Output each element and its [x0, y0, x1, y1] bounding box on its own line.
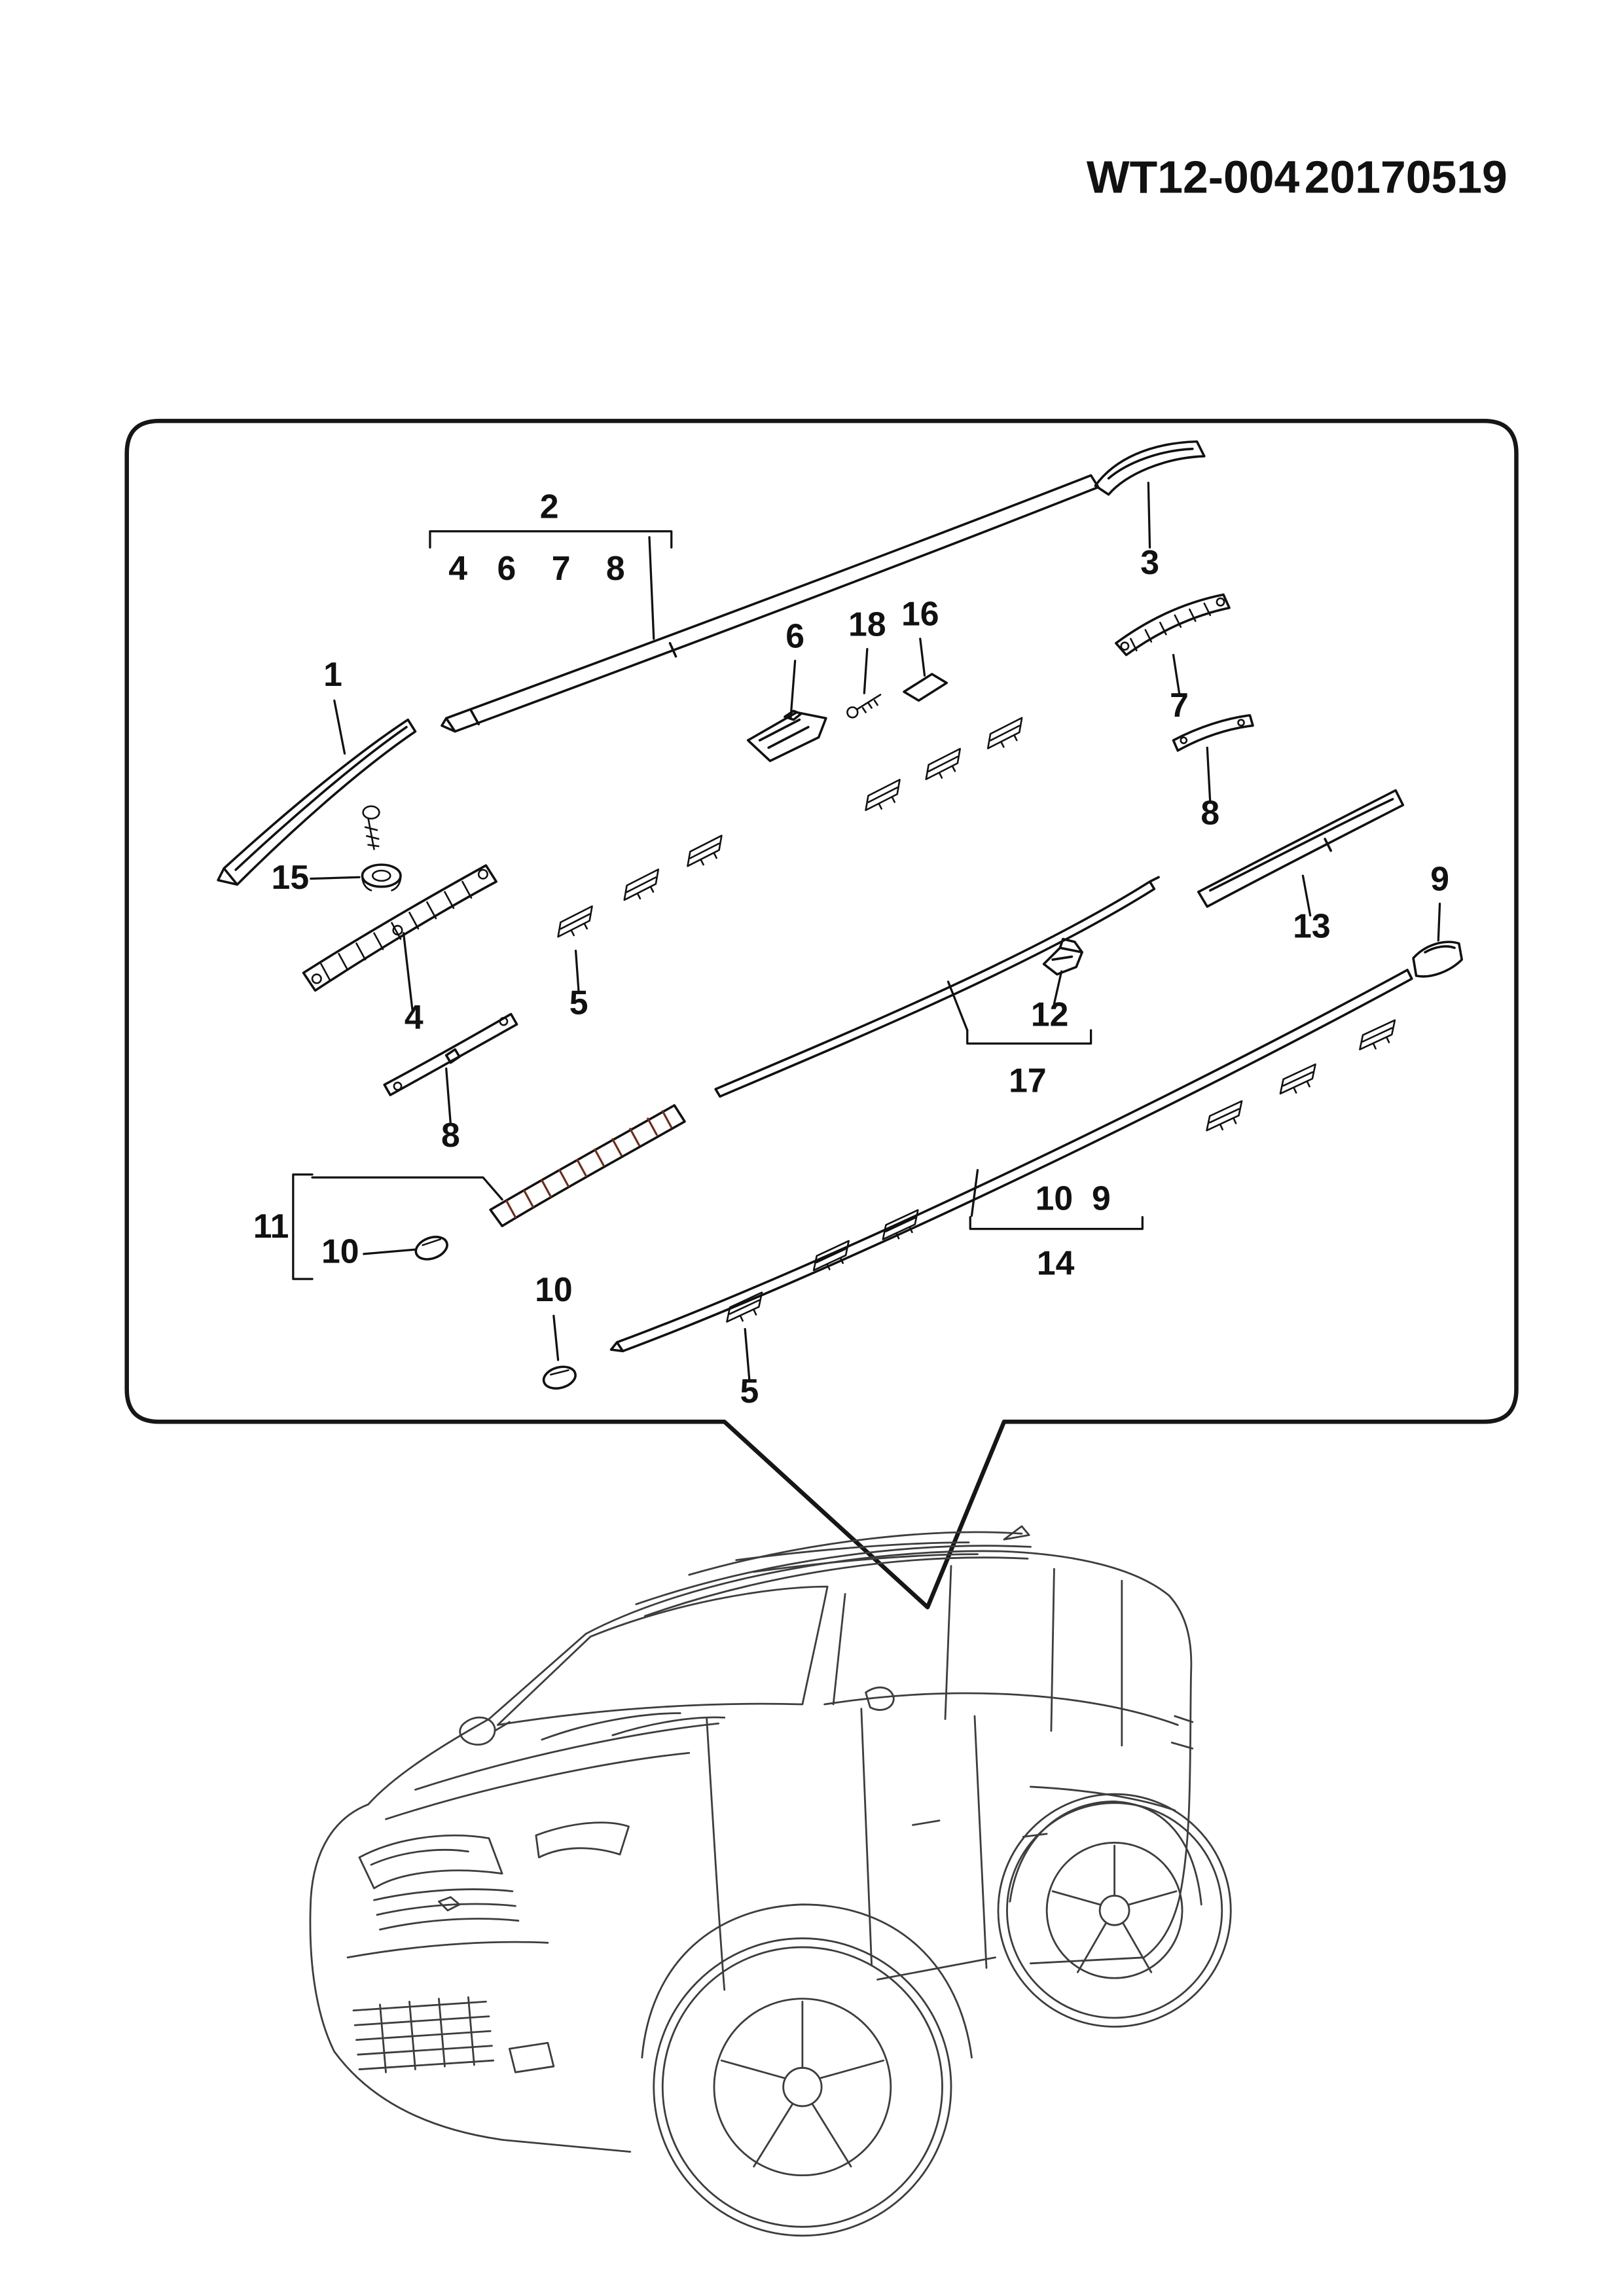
vehicle-windshield [496, 1585, 829, 1726]
part-9-cap-art [1412, 941, 1464, 978]
vehicle-grille [346, 1888, 549, 1959]
part-callout-1-6: 1 [323, 655, 342, 693]
part-callout-8-4: 8 [606, 549, 625, 587]
vehicle-mirror-right [865, 1686, 895, 1711]
part-callout-6-2: 6 [497, 549, 516, 587]
part-15-screw-art [362, 805, 380, 850]
part-callout-16-9: 16 [901, 595, 939, 633]
vehicle-hood-creases [385, 1722, 720, 1820]
part-8-right-hole-2 [1237, 719, 1245, 726]
bracket-lines [292, 530, 1144, 1280]
part-callout-14-25: 14 [1037, 1244, 1075, 1282]
vehicle-antenna-fin [1003, 1525, 1030, 1541]
part-callout-5-26: 5 [740, 1372, 759, 1410]
part-callout-15-12: 15 [272, 858, 310, 896]
part-callout-6-7: 6 [785, 617, 804, 655]
part-3-end-cap-art [1094, 440, 1206, 496]
part-callout-4-13: 4 [405, 998, 424, 1036]
vehicle-wheel-arches [641, 1801, 1202, 2059]
part-13-rail-art [1197, 789, 1405, 908]
vehicle-side-windows [823, 1565, 1179, 1747]
vehicle-mirror-left [459, 1716, 511, 1746]
part-1-rail-art [217, 718, 417, 886]
part-callout-8-19: 8 [441, 1116, 460, 1154]
part-callout-7-10: 7 [1170, 686, 1189, 724]
part-callout-12-17: 12 [1031, 995, 1069, 1033]
part-10-cap-art [414, 1236, 448, 1261]
part-callout-11-20: 11 [253, 1207, 289, 1245]
vehicle-roof-rails [635, 1531, 1032, 1617]
part-8-left-hole-2 [499, 1016, 509, 1026]
part-8-strip-right-art [1172, 714, 1254, 752]
part-16-pad-art [903, 673, 948, 702]
doc-code: WT12-004 [1087, 152, 1300, 203]
leader-lines [310, 481, 1441, 1382]
part-4-bracket-art [302, 864, 497, 992]
part-callout-17-18: 17 [1009, 1062, 1047, 1100]
vehicle-wheel-rear [997, 1793, 1232, 2028]
part-12-clip-art [1042, 937, 1083, 976]
vehicle-roof-body [488, 1550, 1193, 1965]
part-callout-9-16: 9 [1430, 859, 1449, 897]
vehicle-headlights [358, 1821, 630, 1890]
part-17-strip-art [714, 876, 1160, 1098]
part-5-clips-art [552, 717, 1403, 1328]
part-callout-8-11: 8 [1200, 793, 1219, 831]
doc-date: 20170519 [1305, 152, 1507, 203]
part-callout-18-8: 18 [848, 605, 886, 643]
part-callout-4-1: 4 [448, 549, 467, 587]
part-callout-10-22: 10 [535, 1270, 573, 1308]
part-callout-13-15: 13 [1293, 906, 1331, 944]
part-callout-10-21: 10 [321, 1232, 359, 1270]
vehicle-roof-ribs [735, 1541, 979, 1573]
part-callout-2-0: 2 [540, 488, 559, 526]
part-18-screw-art [846, 694, 882, 719]
part-8-strip-left-art [383, 1013, 518, 1096]
part-15-nut-art [361, 863, 402, 891]
vehicle-bumper-mesh [352, 1996, 555, 2073]
part-callout-7-3: 7 [552, 549, 571, 587]
part-callout-3-5: 3 [1140, 543, 1159, 581]
part-8-left-hole [393, 1081, 403, 1091]
part-14-rail-art [609, 969, 1413, 1353]
part-callout-10-23: 10 [1036, 1179, 1074, 1217]
part-callout-9-24: 9 [1092, 1179, 1111, 1217]
vehicle-wipers [541, 1712, 726, 1741]
vehicle-door-lines [860, 1708, 1176, 1969]
vehicle-front-body [309, 1718, 632, 2153]
vehicle-line-art [309, 1525, 1232, 2237]
part-8-right-hole [1180, 736, 1188, 744]
part-11-rail-hatch [505, 1110, 673, 1219]
vehicle-wheel-front [653, 1937, 952, 2237]
diagram-frame [124, 418, 1519, 1609]
vehicle-misc-details [706, 1715, 1194, 1991]
part-7-bracket-art [1115, 593, 1231, 656]
part-10-cap-art-2 [542, 1365, 577, 1390]
part-6-clip-art [746, 709, 827, 762]
part-11-rail-art [489, 1103, 686, 1227]
part-callout-5-14: 5 [569, 983, 588, 1021]
